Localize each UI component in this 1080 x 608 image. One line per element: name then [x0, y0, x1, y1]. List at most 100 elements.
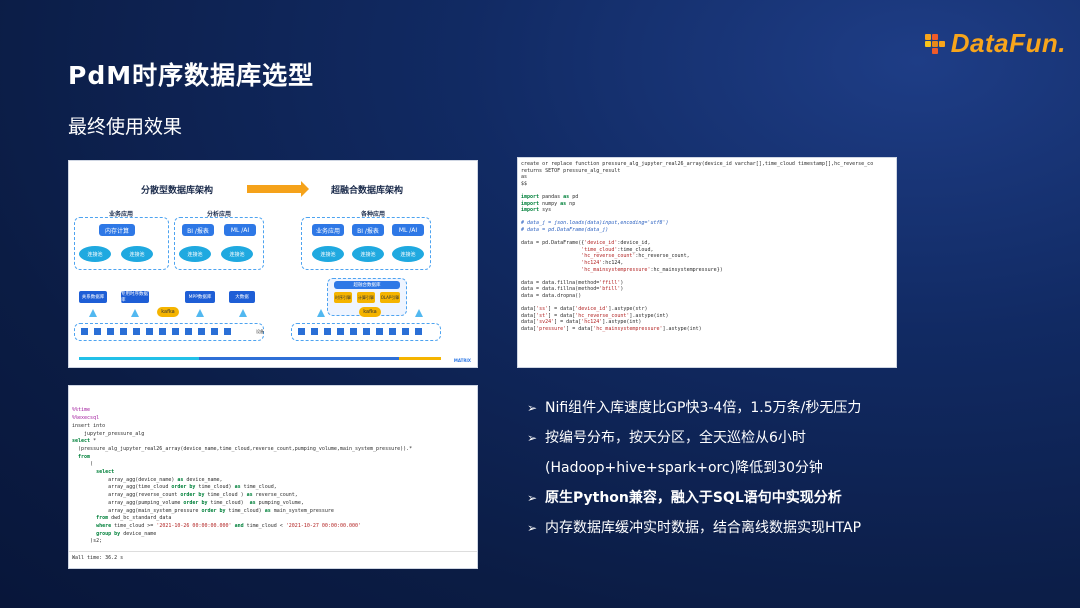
up-arrow-icon: [317, 309, 325, 317]
code-line: select *: [72, 438, 97, 445]
hyper-converged-db-box: 超融合数据库: [334, 281, 400, 289]
apps-group: [301, 217, 431, 270]
bullet-item: (Hadoop+hive+spark+orc)降低到30分钟: [527, 453, 861, 483]
code-line: (pressure_alg_jupyter_real26_array(devic…: [72, 445, 413, 452]
code-line: array_agg(device_name) as device_name,: [72, 476, 223, 483]
matrix-brand: MATRIX: [453, 358, 471, 363]
timeseries-db-box: 专用时序数据库: [121, 291, 149, 303]
code-line: array_agg(reverse_count order by time_cl…: [72, 492, 298, 499]
up-arrow-icon: [196, 309, 204, 317]
bullet-arrow-icon: ➢: [527, 521, 538, 535]
datafun-logo-text: DataFun.: [950, 28, 1066, 58]
business-app-group: [74, 217, 169, 270]
code-line: # data = pd.DataFrame(data_j): [521, 226, 609, 233]
bottom-bar-yellow: [399, 357, 441, 360]
code-line: $$: [521, 180, 528, 187]
bullet-item: ➢ 按编号分布，按天分区，全天巡检从6小时: [527, 423, 861, 453]
bullet-text: 原生Python兼容，融入于SQL语句中实现分析: [545, 490, 842, 506]
analytics-app-group: [174, 217, 264, 270]
code-line: data = data.fillna(method='bfill'): [521, 286, 624, 293]
left-architecture-title: 分散型数据库架构: [141, 186, 214, 196]
code-line: where time_cloud >= '2021-10-26 00:00:00…: [96, 522, 362, 529]
relational-db-box: 关系数据库: [79, 291, 107, 303]
connection-pool-oval: 连接池: [392, 246, 424, 262]
code-line: array_agg(time_cloud order by time_cloud…: [72, 484, 277, 491]
up-arrow-icon: [131, 309, 139, 317]
code-line: 'hc_mainsystempressure':hc_mainsystempre…: [581, 266, 723, 273]
code-line: data['sv24'] = data['hc124'].astype(int): [521, 319, 642, 326]
group-label-apps: 各种应用: [361, 211, 386, 218]
code-line: %%execsql: [72, 415, 100, 422]
bottom-bar-blue: [199, 357, 399, 360]
business-app-box: 业务应用: [312, 224, 344, 236]
output-separator: [69, 551, 477, 552]
up-arrow-icon: [415, 309, 423, 317]
code-line: import pandas as pd: [521, 193, 579, 200]
kafka-box: kafka: [157, 307, 179, 317]
device-label: 设备: [256, 329, 264, 334]
devices-row-right: [291, 323, 441, 341]
connection-pool-oval: 连接池: [179, 246, 211, 262]
bullet-text: 按编号分布，按天分区，全天巡检从6小时: [545, 430, 806, 446]
connection-pool-oval: 连接池: [221, 246, 253, 262]
code-line: create or replace function pressure_alg_…: [521, 161, 874, 167]
code-line: # data_j = json.loads(data)input,encodin…: [521, 220, 669, 227]
code-line: from dwd_bc_standard_data: [96, 515, 172, 522]
code-line: %%time: [72, 407, 91, 414]
bottom-bar-cyan: [79, 357, 199, 360]
up-arrow-icon: [239, 309, 247, 317]
code-line: 'hc124':hc124,: [581, 259, 624, 266]
code-line: 'time_cloud':time_cloud,: [581, 246, 654, 253]
transition-arrow-icon: [247, 181, 309, 197]
code-line: insert into: [72, 422, 106, 429]
code-line: group by device_name: [96, 530, 157, 537]
in-memory-compute-box: 内存计算: [99, 224, 135, 236]
code-line: 'hc_reverse_count':hc_reverse_count,: [581, 253, 690, 260]
ml-ai-box: ML /AI: [392, 224, 424, 236]
slide-subtitle: 最终使用效果: [68, 116, 183, 138]
device-icons-right: [298, 328, 422, 335]
bi-report-box: BI /报表: [352, 224, 384, 236]
connection-pool-oval: 连接池: [312, 246, 344, 262]
datafun-logo-mark-icon: [924, 33, 945, 54]
python-function-code: create or replace function pressure_alg_…: [517, 157, 897, 368]
code-line: (: [72, 461, 94, 468]
bullet-arrow-icon: ➢: [527, 431, 538, 445]
code-line: data = data.dropna(): [521, 292, 582, 299]
compute-engine-box: 计算引擎: [357, 292, 375, 303]
group-label-business: 业务应用: [109, 211, 134, 218]
code-line: jupyter_pressure_alg: [72, 430, 145, 437]
bi-report-box: BI /报表: [182, 224, 214, 236]
code-line: array_agg(pumping_volume order by time_c…: [72, 499, 304, 506]
right-architecture-title: 超融合数据库架构: [331, 186, 404, 196]
code-line: [521, 273, 893, 280]
code-line: select: [96, 469, 115, 476]
code-line: )s2;: [72, 538, 103, 545]
connection-pool-oval: 连接池: [79, 246, 111, 262]
kafka-box: kafka: [359, 307, 381, 317]
bullet-item: ➢原生Python兼容，融入于SQL语句中实现分析: [527, 483, 861, 513]
code-line: import numpy as np: [521, 200, 576, 207]
code-line: data['ss'] = data['device_id'].astype(st…: [521, 306, 648, 313]
connection-pool-oval: 连接池: [352, 246, 384, 262]
code-line: from: [78, 453, 91, 460]
code-line: data = data.fillna(method='ffill'): [521, 279, 624, 286]
up-arrow-icon: [89, 309, 97, 317]
bullet-arrow-icon: ➢: [527, 401, 538, 415]
code-line: array_agg(main_system_pressure order by …: [72, 507, 334, 514]
wall-time-output: Wall time: 36.2 s: [72, 555, 124, 562]
code-line: [521, 299, 893, 306]
code-line: [521, 187, 893, 194]
architecture-diagram: 分散型数据库架构 超融合数据库架构 业务应用 内存计算 连接池 连接池 分析应用…: [68, 160, 478, 368]
code-line: [521, 214, 893, 221]
devices-row-left: [74, 323, 264, 341]
connection-pool-oval: 连接池: [121, 246, 153, 262]
group-label-analytics: 分析应用: [207, 211, 232, 218]
code-line: returns SETOF pressure_alg_result: [521, 167, 621, 174]
code-line: as: [521, 174, 528, 181]
code-line: data['pressure'] = data['hc_mainsystempr…: [521, 325, 702, 332]
bullet-text: Nifi组件入库速度比GP快3-4倍，1.5万条/秒无压力: [545, 400, 862, 416]
